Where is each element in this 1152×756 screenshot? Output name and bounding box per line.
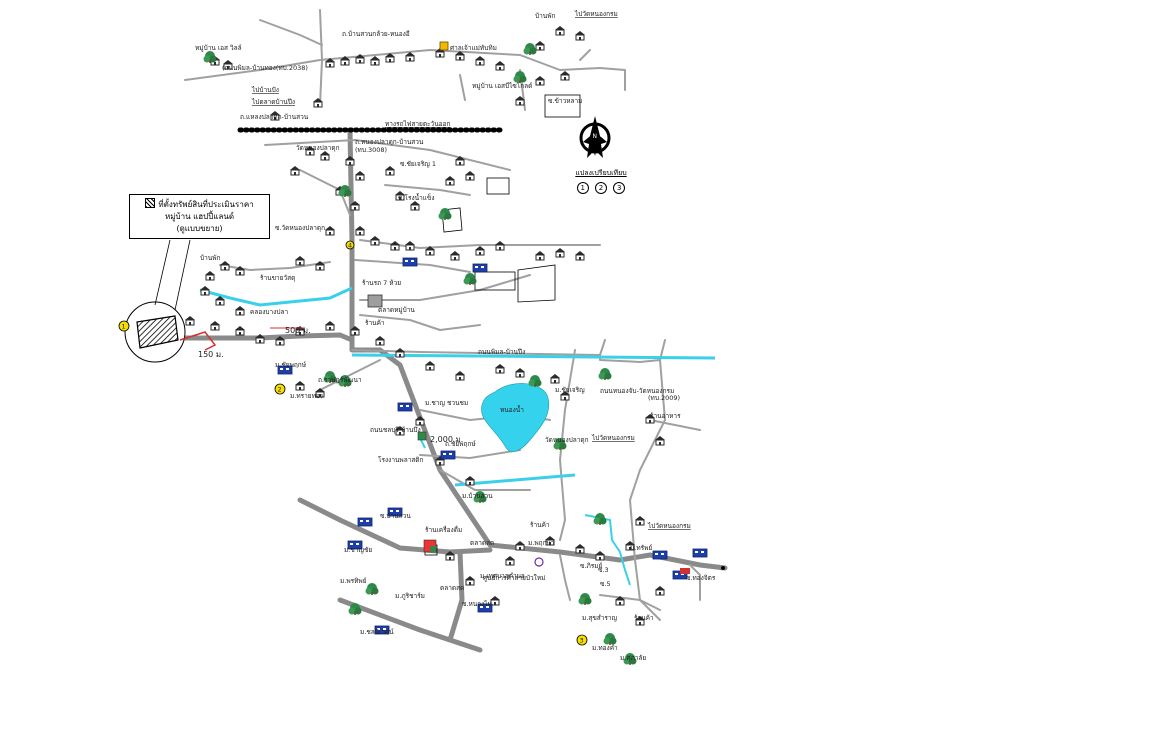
label-l05: บ้านพัก bbox=[535, 12, 556, 20]
marker-2: 2 bbox=[278, 386, 282, 394]
callout-line2: หมู่บ้าน แฮปปี้แลนด์ bbox=[164, 212, 235, 221]
map-labels: หมู่บ้าน เอส วิลล์ (ถนนพิมล-บ้านทอง(ทบ.2… bbox=[195, 10, 716, 662]
label-l35: (ทบ.2009) bbox=[648, 394, 680, 402]
label-l02: (ถนนพิมล-บ้านทอง(ทบ.2038) bbox=[222, 64, 308, 72]
label-l29: ม.ชาญ ชวนชม bbox=[425, 399, 468, 407]
label-l03: ถ.บ้านสวนกล้วย-หนองอี bbox=[342, 30, 410, 38]
label-l04: ศาลเจ้าแม่ทับทิม bbox=[450, 44, 497, 52]
label-l50: ม.พรทิพย์ bbox=[340, 577, 367, 585]
label-l62: ซ.3 bbox=[598, 566, 609, 574]
property-callout: ที่ตั้งทรัพย์สินที่ประเมินราคา หมู่บ้าน … bbox=[129, 194, 270, 239]
label-l18: ซ.วัดหนองปลาดุก bbox=[275, 224, 325, 232]
distance-labels: 500 ม. 150 ม. 2,000 ม. bbox=[198, 326, 463, 444]
label-l08: ซ.ข้าวหลาม bbox=[548, 97, 582, 105]
label-l59: ม.ทรัพย์ bbox=[630, 544, 652, 552]
label-l48: ศูนย์การค้าสายบัวใหม่ bbox=[483, 574, 545, 582]
label-l45: ม.ชาญชัย bbox=[344, 546, 372, 554]
label-l07: หมู่บ้าน เอสบีไซโกลด์ bbox=[472, 82, 532, 90]
label-l34: ถนนหนองจับ-วัดหนองกรม bbox=[600, 387, 674, 395]
label-l13: ถ.หนองปลาดุก-บ้านสวน bbox=[355, 138, 424, 146]
label-l41: ซ.บ้านสวน bbox=[380, 512, 411, 520]
marker-4: 4 bbox=[348, 242, 352, 250]
label-l32: วัดหนองปลาดุก bbox=[545, 436, 589, 444]
label-l53: ม.ชลนิเวศน์ bbox=[360, 628, 394, 636]
label-l17: ซ.โรงน้ำแข็ง bbox=[398, 193, 435, 202]
label-l30: หนองน้ำ bbox=[500, 405, 524, 414]
label-l58: ซ.ภิรมย์ bbox=[580, 562, 603, 570]
label-l12: ทางรถไฟสายตะวันออก bbox=[385, 120, 450, 128]
label-l56: ม.ทองคำ bbox=[592, 644, 618, 652]
label-l51: ม.ภูริชาร์ม bbox=[395, 592, 425, 600]
label-l06: ไปวัดหนองกรม bbox=[574, 10, 618, 18]
callout-title: ที่ตั้งทรัพย์สินที่ประเมินราคา bbox=[158, 200, 254, 209]
label-l24: คลองบางปลา bbox=[250, 308, 288, 316]
marker-3: 3 bbox=[580, 637, 584, 645]
label-l38: ร้านอาหาร bbox=[650, 412, 681, 420]
label-l27: ม.ทรายทอง bbox=[290, 392, 323, 400]
property-site bbox=[124, 239, 217, 363]
label-l36: ไปวัดหนองกรม bbox=[591, 434, 635, 442]
callout-line3: (ดูแบบขยาย) bbox=[176, 224, 223, 233]
label-l14: (ทบ.3008) bbox=[355, 146, 387, 154]
label-l63: ซ.5 bbox=[600, 580, 611, 588]
compass-icon: N bbox=[579, 116, 611, 158]
label-l43: ตลาดสด bbox=[470, 539, 494, 547]
label-l10: ไปตลาดบ้านปึง bbox=[251, 98, 295, 106]
label-l31: ม.ชัยเจริญ bbox=[555, 386, 585, 394]
comparable-markers: 1 2 3 4 bbox=[118, 240, 588, 646]
label-l16: ซ.ชัยเจริญ 1 bbox=[400, 160, 436, 168]
label-l20: ร้านค้า bbox=[365, 319, 385, 327]
lake bbox=[481, 383, 550, 452]
label-l22: ร้านรถ 7 ห้วย bbox=[362, 279, 401, 287]
label-l28: ถ.ราษฎร์พัฒนา bbox=[318, 376, 362, 384]
label-l57: ม.ศุภาลัย bbox=[620, 654, 646, 662]
label-l09: ไปบ้านปัง bbox=[251, 86, 279, 94]
label-l37: ถ.ชัยพฤกษ์ bbox=[445, 440, 476, 448]
label-l21: ตลาดหมู่บ้าน bbox=[378, 306, 415, 314]
label-l23: ร้านขายวัสดุ bbox=[260, 274, 295, 282]
distance-500: 500 ม. bbox=[285, 326, 311, 335]
label-l55: ร้านค้า bbox=[634, 614, 654, 622]
callout-line1: ที่ตั้งทรัพย์สินที่ประเมินราคา bbox=[130, 198, 269, 211]
label-l01: หมู่บ้าน เอส วิลล์ bbox=[195, 44, 242, 52]
label-l60: ไปวัดหนองกรม bbox=[647, 522, 691, 530]
legend-num-2: 2 bbox=[595, 182, 607, 194]
label-l40: ม.บ้านสวน bbox=[462, 492, 493, 500]
marker-1: 1 bbox=[122, 323, 126, 331]
hatch-legend-icon bbox=[145, 198, 156, 208]
distance-2000: 2,000 ม. bbox=[430, 435, 463, 444]
compass-letter: N bbox=[593, 133, 598, 140]
label-l46: ม.เทศบาลตำบล bbox=[480, 572, 525, 580]
road-network bbox=[182, 9, 728, 653]
label-l52: ซ.หนองไผ่ bbox=[462, 600, 492, 608]
label-l47: ม.พฤกษา bbox=[528, 539, 555, 547]
label-l44: ร้านเครื่องดื่ม bbox=[425, 525, 462, 534]
legend-title: แปลงเปรียบเทียบ bbox=[575, 169, 627, 177]
label-l26: ม.ชัยพฤกษ์ bbox=[275, 361, 307, 369]
label-l49: ตลาดสด bbox=[440, 584, 464, 592]
legend-num-3: 3 bbox=[613, 182, 626, 194]
label-l39: โรงงานพลาสติก bbox=[378, 456, 424, 464]
label-l15: วัดหนองปลาดุก bbox=[296, 144, 340, 152]
label-l54: ม.สุขสำราญ bbox=[582, 614, 618, 622]
label-l25: ถนนพิมล-บ้านปึง bbox=[478, 348, 525, 356]
label-l42: ร้านค้า bbox=[530, 521, 550, 529]
label-l19: บ้านพัก bbox=[200, 254, 221, 262]
landmarks bbox=[367, 41, 725, 574]
distance-150: 150 ม. bbox=[198, 350, 224, 359]
label-l11: ถ.แหลงปลาดุก-บ้านสวน bbox=[240, 113, 309, 121]
label-l33: ถนนชลบุรี-บ้านบึง bbox=[370, 426, 421, 434]
legend-num-1: 1 bbox=[576, 182, 589, 194]
label-l61: ซ.ทองจิตร bbox=[686, 574, 716, 582]
legend-numbers: 1 2 3 bbox=[560, 182, 642, 194]
comparable-legend: แปลงเปรียบเทียบ 1 2 3 bbox=[560, 168, 642, 194]
